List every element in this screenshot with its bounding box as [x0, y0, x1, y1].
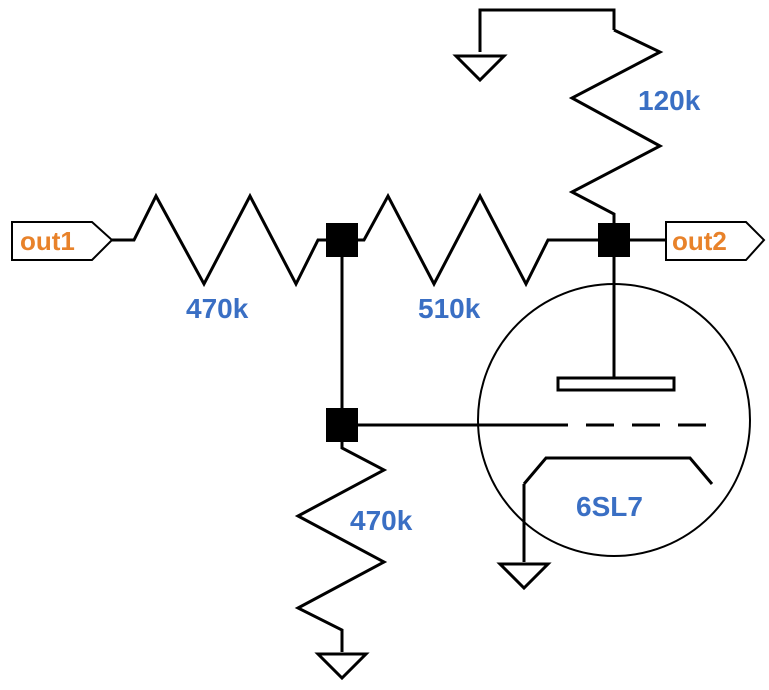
label-r-grid: 470k [350, 505, 413, 536]
junction-node [326, 408, 358, 442]
junction-node [598, 223, 630, 257]
label-r-input: 470k [186, 293, 249, 324]
port-out2-shape [665, 221, 766, 261]
junction-node [326, 223, 358, 257]
resistor-input [112, 192, 342, 288]
resistor-plate [568, 28, 664, 240]
resistor-grid [294, 442, 388, 652]
resistor-feedback [342, 192, 614, 288]
ground-icon [496, 562, 552, 591]
port-out1[interactable]: out1 [11, 221, 114, 261]
label-r-feedback: 510k [418, 293, 481, 324]
port-out1-shape [11, 221, 114, 261]
label-tube: 6SL7 [576, 491, 643, 522]
ground-wire-top [478, 8, 616, 52]
tube-envelope [477, 283, 751, 557]
port-out2[interactable]: out2 [665, 221, 766, 261]
port-out1-label: out1 [20, 226, 75, 256]
port-out2-label: out2 [672, 226, 727, 256]
tube-cathode [522, 456, 714, 485]
label-r-plate: 120k [638, 85, 701, 116]
tube-plate [556, 376, 676, 392]
ground-icon [314, 652, 370, 681]
ground-icon [452, 54, 508, 83]
